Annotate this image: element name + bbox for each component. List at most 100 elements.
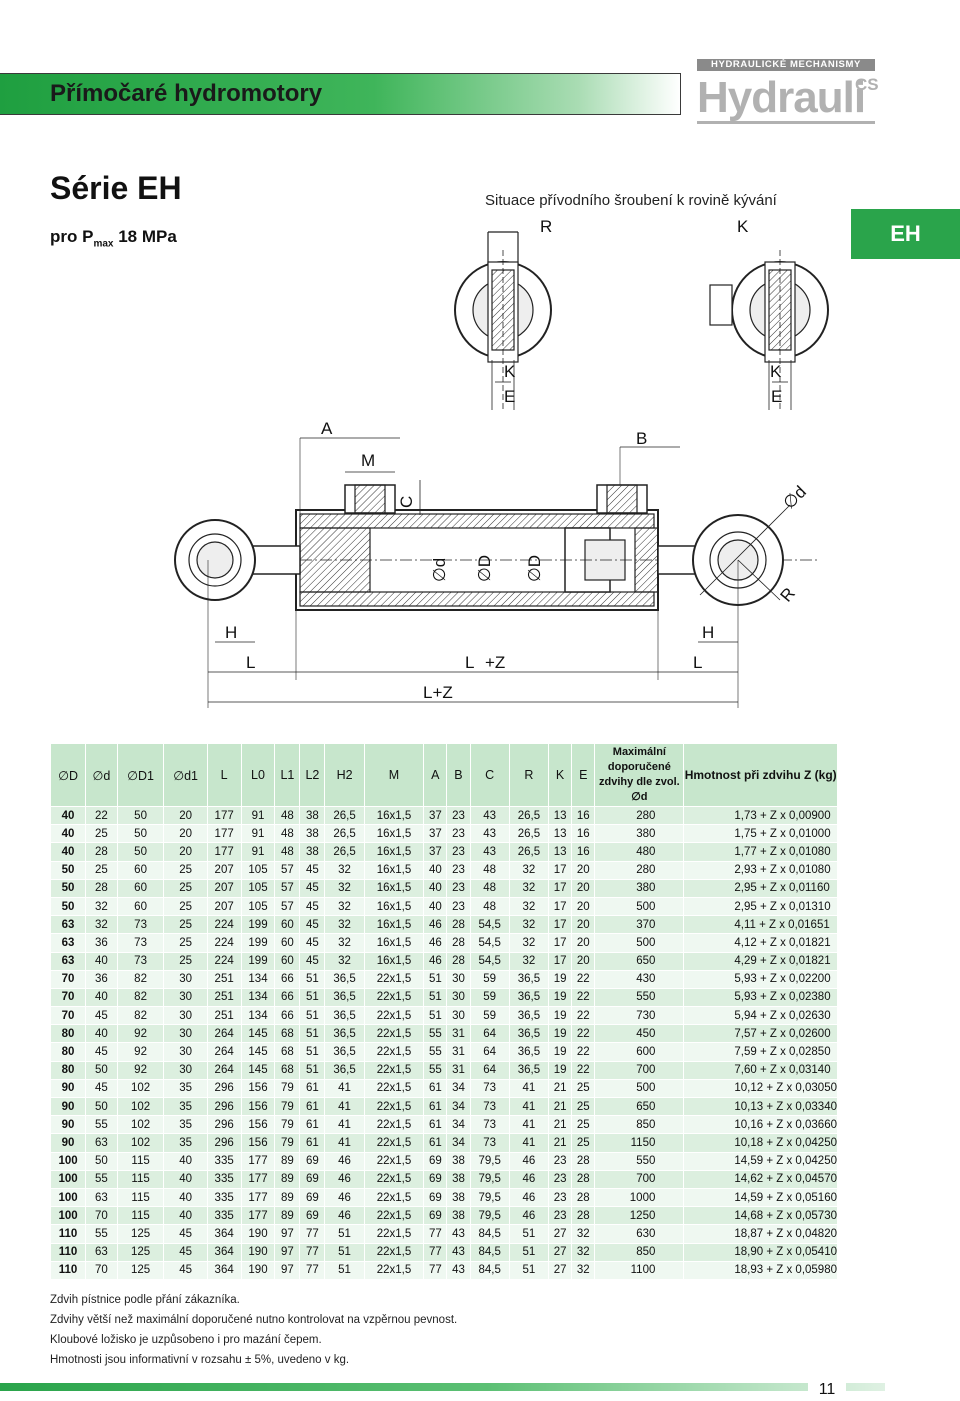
table-cell: 30 <box>163 1060 208 1080</box>
table-cell: 700 <box>594 1169 685 1189</box>
table-cell: 28 <box>571 1151 596 1171</box>
table-cell: 69 <box>299 1151 326 1171</box>
table-cell: 82 <box>116 969 165 989</box>
table-cell: 190 <box>240 1242 276 1262</box>
table-cell: 73 <box>116 933 165 953</box>
table-cell: 335 <box>206 1169 242 1189</box>
table-cell: 22x1,5 <box>363 1206 425 1226</box>
table-cell: 61 <box>423 1133 448 1153</box>
table-cell: 850 <box>594 1242 685 1262</box>
table-cell: 36,5 <box>324 1006 365 1026</box>
table-cell: 36,5 <box>508 1042 550 1062</box>
table-cell: 19 <box>548 987 573 1008</box>
table-cell: 14,59 + Z x 0,05160 <box>683 1187 838 1208</box>
table-cell: 32 <box>324 951 365 971</box>
table-header-cell: H2 <box>324 743 365 807</box>
table-cell: 22 <box>571 1006 596 1026</box>
table-cell: 16x1,5 <box>363 896 425 917</box>
note-3: Kloubové ložisko je uzpůsobeno i pro maz… <box>50 1334 322 1346</box>
table-cell: 27 <box>548 1242 573 1262</box>
table-cell: 79,5 <box>469 1169 510 1189</box>
table-cell: 1100 <box>594 1260 685 1280</box>
table-header-cell: ∅d1 <box>163 743 208 807</box>
table-cell: 4,29 + Z x 0,01821 <box>683 951 838 971</box>
table-cell: 68 <box>274 1060 301 1080</box>
table-cell: 13 <box>548 824 573 844</box>
table-cell: 125 <box>116 1260 165 1280</box>
table-cell: 27 <box>548 1260 573 1280</box>
table-cell: 1000 <box>594 1187 685 1208</box>
table-cell: 280 <box>594 860 685 880</box>
table-cell: 28 <box>446 933 471 953</box>
table-cell: 34 <box>446 1078 471 1099</box>
table-cell: 40 <box>423 860 448 880</box>
table-cell: 30 <box>446 1006 471 1026</box>
table-cell: 35 <box>163 1078 208 1099</box>
table-cell: 16x1,5 <box>363 824 425 844</box>
table-cell: 17 <box>548 878 573 898</box>
table-cell: 90 <box>49 1133 87 1153</box>
table-cell: 23 <box>548 1187 573 1208</box>
table-cell: 23 <box>548 1206 573 1226</box>
table-cell: 57 <box>274 878 301 898</box>
table-cell: 50 <box>85 1151 118 1171</box>
table-cell: 25 <box>571 1096 596 1117</box>
table-cell: 50 <box>49 860 87 880</box>
table-cell: 46 <box>324 1151 365 1171</box>
table-cell: 48 <box>469 896 510 917</box>
table-cell: 77 <box>423 1224 448 1244</box>
table-cell: 207 <box>206 896 242 917</box>
logo-suffix: CS <box>855 75 879 94</box>
table-cell: 89 <box>274 1169 301 1189</box>
table-cell: 28 <box>571 1169 596 1189</box>
table-cell: 55 <box>85 1224 118 1244</box>
cylinder-top-hatch <box>299 513 655 529</box>
table-cell: 90 <box>49 1115 87 1135</box>
logo-tagline: HYDRAULICKÉ MECHANISMY <box>697 59 875 71</box>
table-cell: 199 <box>240 915 276 935</box>
table-cell: 90 <box>49 1096 87 1117</box>
table-cell: 22x1,5 <box>363 1242 425 1262</box>
table-cell: 45 <box>163 1242 208 1262</box>
table-cell: 40 <box>423 896 448 917</box>
table-cell: 97 <box>274 1260 301 1280</box>
cylinder-bottom-hatch <box>299 591 655 607</box>
label-h2-right: H <box>702 623 714 642</box>
table-cell: 92 <box>116 1024 165 1044</box>
piston-rod <box>249 545 301 575</box>
table-cell: 22 <box>571 1060 596 1080</box>
table-cell: 110 <box>49 1224 87 1244</box>
table-cell: 32 <box>508 896 550 917</box>
table-cell: 79 <box>274 1133 301 1153</box>
table-cell: 70 <box>49 1006 87 1026</box>
table-cell: 50 <box>49 878 87 898</box>
table-cell: 36,5 <box>324 987 365 1008</box>
table-cell: 16x1,5 <box>363 805 425 826</box>
table-cell: 36,5 <box>508 987 550 1008</box>
table-cell: 22x1,5 <box>363 1260 425 1280</box>
table-cell: 79 <box>274 1115 301 1135</box>
table-cell: 102 <box>116 1115 165 1135</box>
table-cell: 100 <box>49 1151 87 1171</box>
table-cell: 25 <box>571 1115 596 1135</box>
table-cell: 41 <box>508 1133 550 1153</box>
table-cell: 1150 <box>594 1133 685 1153</box>
table-cell: 156 <box>240 1133 276 1153</box>
table-cell: 102 <box>116 1096 165 1117</box>
table-cell: 48 <box>274 842 301 862</box>
table-cell: 43 <box>469 805 510 826</box>
table-cell: 51 <box>299 1042 326 1062</box>
table-cell: 4,12 + Z x 0,01821 <box>683 933 838 953</box>
table-cell: 92 <box>116 1042 165 1062</box>
table-cell: 46 <box>508 1151 550 1171</box>
table-cell: 31 <box>446 1042 471 1062</box>
table-cell: 79 <box>274 1096 301 1117</box>
table-cell: 45 <box>85 1042 118 1062</box>
table-cell: 36,5 <box>324 1042 365 1062</box>
table-cell: 66 <box>274 987 301 1008</box>
table-cell: 5,93 + Z x 0,02200 <box>683 969 838 989</box>
table-cell: 51 <box>324 1260 365 1280</box>
table-cell: 89 <box>274 1151 301 1171</box>
